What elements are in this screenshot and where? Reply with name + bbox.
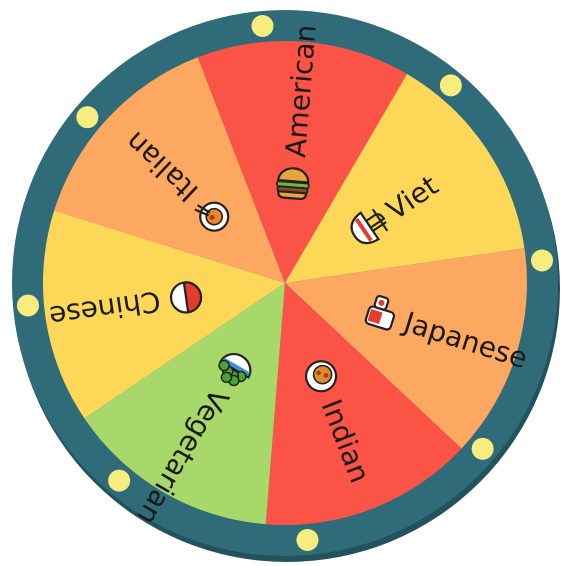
rim-light-dot (296, 529, 319, 552)
curry-icon (304, 360, 338, 393)
wheel-segments[interactable]: ChineseItalianAmericanVietJapaneseIndian… (43, 23, 531, 531)
wheel-segment[interactable]: Indian (265, 283, 462, 525)
rim-lights (16, 14, 554, 552)
wheel-segment[interactable]: Viet (285, 74, 525, 283)
pasta-icon (194, 201, 230, 232)
segment-slice (84, 283, 286, 525)
rim-light-dot (76, 106, 99, 129)
segment-slice (197, 41, 408, 283)
rim-light-dot (471, 437, 494, 460)
hamburger-icon (275, 167, 310, 201)
segment-slice (43, 210, 286, 419)
wheel-segment[interactable]: Japanese (285, 248, 531, 449)
segment-slice (285, 248, 527, 449)
rim-light-dot (108, 469, 131, 492)
rice-bowl-icon (169, 281, 203, 314)
segment-slice (265, 283, 462, 525)
segment-slice (54, 57, 285, 283)
wheel-segment[interactable]: American (197, 23, 408, 283)
rim-light-dot (531, 249, 554, 272)
wheel-segment[interactable]: Italian (54, 57, 285, 283)
pho-noodle-bowl-icon (350, 208, 389, 245)
segment-slice (285, 74, 525, 283)
sushi-icon (364, 294, 396, 331)
rim-light-dot (439, 74, 462, 97)
salad-bowl-icon (218, 353, 252, 387)
rim-light-dot (251, 14, 274, 37)
wheel-segment[interactable]: Chinese (43, 210, 286, 419)
rim-light-dot (16, 294, 39, 317)
